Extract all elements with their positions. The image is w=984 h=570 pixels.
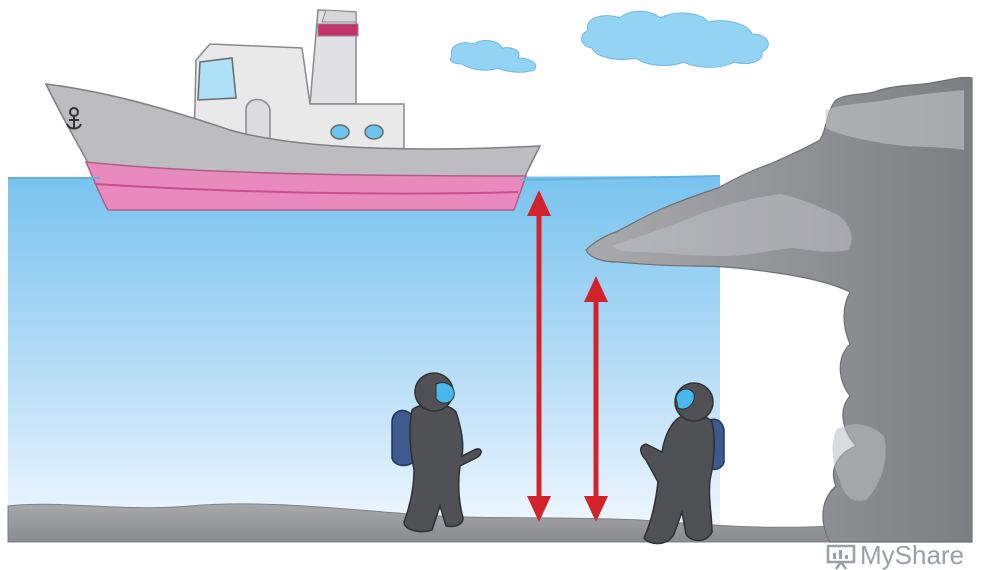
diver-visor [436,383,454,403]
sea-water [8,176,720,540]
watermark-text: MyShare [860,540,964,570]
cloud-large [582,11,769,67]
presentation-icon [826,544,856,570]
ship [46,10,540,210]
cloud-small [450,41,535,73]
watermark: MyShare [826,540,984,570]
